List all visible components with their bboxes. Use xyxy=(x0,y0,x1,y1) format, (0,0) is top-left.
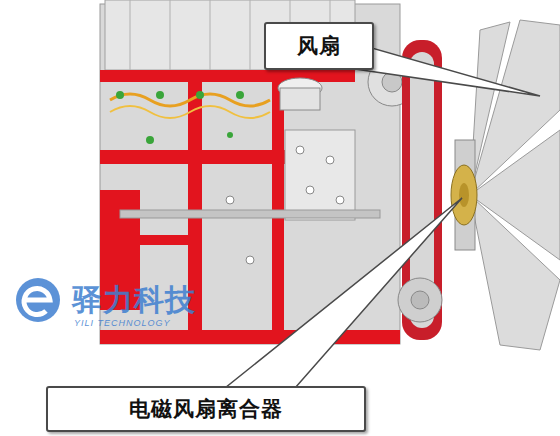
fuel-line xyxy=(110,106,270,118)
watermark-text: YILI TECHNOLOGY xyxy=(74,318,171,328)
bolts xyxy=(226,146,344,264)
callout-box: 电磁风扇离合器 xyxy=(46,386,366,432)
callout-text: 风扇 xyxy=(297,32,341,60)
intake-pipe xyxy=(280,88,320,110)
logo-mark xyxy=(16,278,60,322)
clutch-disc xyxy=(459,183,469,207)
logo-mark xyxy=(24,289,50,315)
callout-text: 电磁风扇离合器 xyxy=(129,395,283,423)
green-fittings xyxy=(116,91,244,144)
callout-box: 风扇 xyxy=(264,22,374,70)
gear-housing xyxy=(285,130,355,220)
pulley xyxy=(398,278,442,322)
rail xyxy=(120,210,380,218)
clutch-disc xyxy=(451,165,477,225)
leader-line xyxy=(348,48,540,96)
fuel-line xyxy=(110,94,270,106)
fan xyxy=(470,20,560,350)
pulley xyxy=(411,291,429,309)
leader-line xyxy=(225,198,462,388)
watermark-text: 驿力科技 xyxy=(72,280,196,321)
